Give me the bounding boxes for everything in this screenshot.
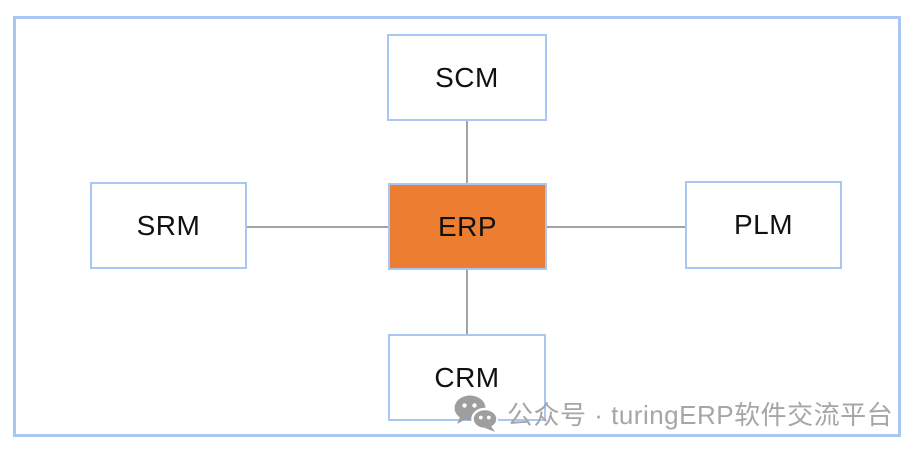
node-scm-label: SCM [435,61,499,93]
connector-srm-erp [247,226,388,228]
watermark: 公众号 · turingERP软件交流平台 [453,394,893,432]
node-srm-label: SRM [136,209,201,241]
wechat-icon [454,395,498,432]
node-crm-label: CRM [434,361,500,393]
outer-frame [13,16,901,437]
node-plm-label: PLM [733,209,794,240]
node-erp-center: ERP [388,183,547,270]
node-erp-label: ERP [437,210,498,242]
node-plm: PLM [685,181,842,269]
connector-erp-plm [547,226,685,228]
connector-erp-crm [466,270,468,334]
node-scm: SCM [387,34,547,121]
connector-scm-erp [466,121,468,183]
node-srm: SRM [90,182,247,269]
watermark-text: 公众号 · turingERP软件交流平台 [507,399,894,430]
